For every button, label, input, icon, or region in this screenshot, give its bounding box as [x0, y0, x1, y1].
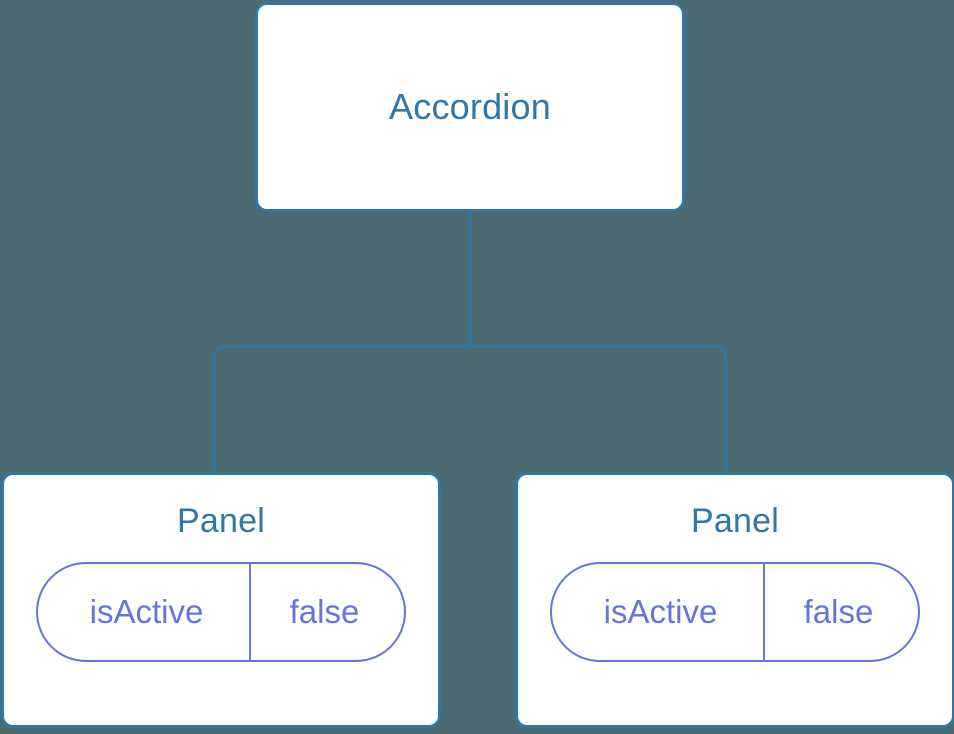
prop-value-is-active-right: false [803, 593, 874, 631]
node-panel-left[interactable]: Panel isActive false [1, 472, 441, 728]
prop-key-is-active-left: isActive [38, 564, 251, 661]
node-accordion-title: Accordion [389, 86, 551, 128]
prop-pill-is-active-right[interactable]: isActive false [550, 562, 920, 663]
prop-key-is-active-right: isActive [552, 564, 765, 661]
prop-value-is-active-left: false [289, 593, 360, 631]
connector-branch-left [212, 344, 470, 474]
node-panel-right[interactable]: Panel isActive false [515, 472, 954, 728]
node-panel-right-title: Panel [691, 502, 779, 540]
node-panel-left-title: Panel [177, 502, 265, 540]
connector-branch-right [470, 344, 728, 474]
node-accordion[interactable]: Accordion [255, 2, 685, 212]
prop-pill-is-active-left[interactable]: isActive false [36, 562, 406, 663]
